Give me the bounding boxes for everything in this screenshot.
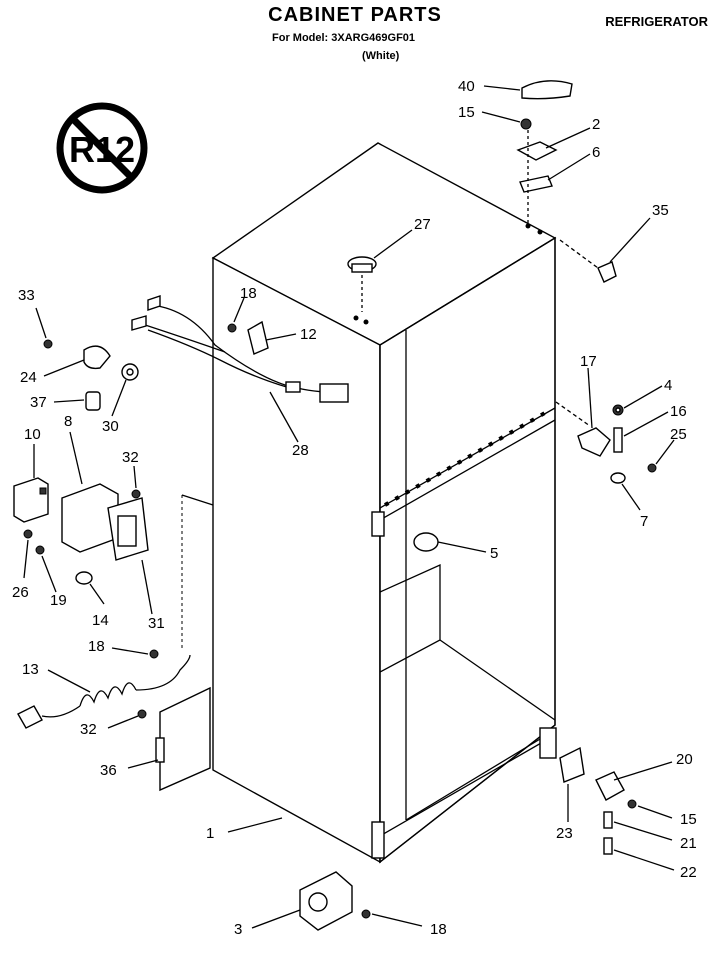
divider-rail bbox=[384, 408, 551, 507]
callout-22: 22 bbox=[680, 864, 697, 881]
category-label: REFRIGERATOR bbox=[605, 14, 708, 29]
center-hinge-assembly bbox=[555, 401, 657, 484]
callout-23: 23 bbox=[556, 825, 573, 842]
callout-7: 7 bbox=[640, 513, 648, 530]
r12-no-refrigerant-icon: R12 bbox=[56, 102, 148, 194]
top-hinge-assembly bbox=[516, 80, 617, 283]
callout-32-top: 32 bbox=[122, 449, 139, 466]
callout-2: 2 bbox=[592, 116, 600, 133]
callout-16: 16 bbox=[670, 403, 687, 420]
page-title: CABINET PARTS bbox=[268, 4, 442, 26]
callout-26: 26 bbox=[12, 584, 29, 601]
callout-13: 13 bbox=[22, 661, 39, 678]
callout-18-bottom: 18 bbox=[430, 921, 447, 938]
callout-25: 25 bbox=[670, 426, 687, 443]
access-cover bbox=[155, 686, 211, 792]
callout-18-mid: 18 bbox=[88, 638, 105, 655]
start-device-cover bbox=[23, 483, 149, 585]
callout-31: 31 bbox=[148, 615, 165, 632]
leader-lines bbox=[23, 85, 675, 929]
callout-1: 1 bbox=[206, 825, 214, 842]
power-cord bbox=[17, 649, 191, 729]
callout-40: 40 bbox=[458, 78, 475, 95]
callout-8: 8 bbox=[64, 413, 72, 430]
callout-18-top: 18 bbox=[240, 285, 257, 302]
cabinet-top-plug bbox=[347, 256, 377, 312]
callout-32-bottom: 32 bbox=[80, 721, 97, 738]
model-line: For Model: 3XARG469GF01 bbox=[272, 32, 416, 44]
callout-14: 14 bbox=[92, 612, 109, 629]
callout-35: 35 bbox=[652, 202, 669, 219]
callout-3: 3 bbox=[234, 921, 242, 938]
callout-20: 20 bbox=[676, 751, 693, 768]
wire-clip bbox=[227, 320, 269, 355]
callout-15-bottom: 15 bbox=[680, 811, 697, 828]
divider-plug bbox=[413, 532, 439, 552]
callout-28: 28 bbox=[292, 442, 309, 459]
wiring-harness bbox=[131, 295, 349, 403]
callout-5: 5 bbox=[490, 545, 498, 562]
callout-37: 37 bbox=[30, 394, 47, 411]
callout-12: 12 bbox=[300, 326, 317, 343]
callout-10: 10 bbox=[24, 426, 41, 443]
color-line: (White) bbox=[362, 50, 400, 62]
relay-overload bbox=[13, 477, 49, 523]
callout-labels: 40 15 2 6 35 27 33 18 12 24 37 30 10 8 3… bbox=[12, 78, 697, 938]
thermostat-parts bbox=[43, 339, 139, 411]
bottom-hinge-assembly bbox=[559, 746, 637, 855]
callout-27: 27 bbox=[414, 216, 431, 233]
callout-6: 6 bbox=[592, 144, 600, 161]
callout-33: 33 bbox=[18, 287, 35, 304]
callout-4: 4 bbox=[664, 377, 672, 394]
callout-17: 17 bbox=[580, 353, 597, 370]
callout-21: 21 bbox=[680, 835, 697, 852]
leveling-leg bbox=[299, 871, 371, 931]
callout-15: 15 bbox=[458, 104, 475, 121]
callout-30: 30 bbox=[102, 418, 119, 435]
callout-19: 19 bbox=[50, 592, 67, 609]
callout-36: 36 bbox=[100, 762, 117, 779]
refrigerator-cabinet bbox=[181, 142, 557, 864]
callout-24: 24 bbox=[20, 369, 37, 386]
